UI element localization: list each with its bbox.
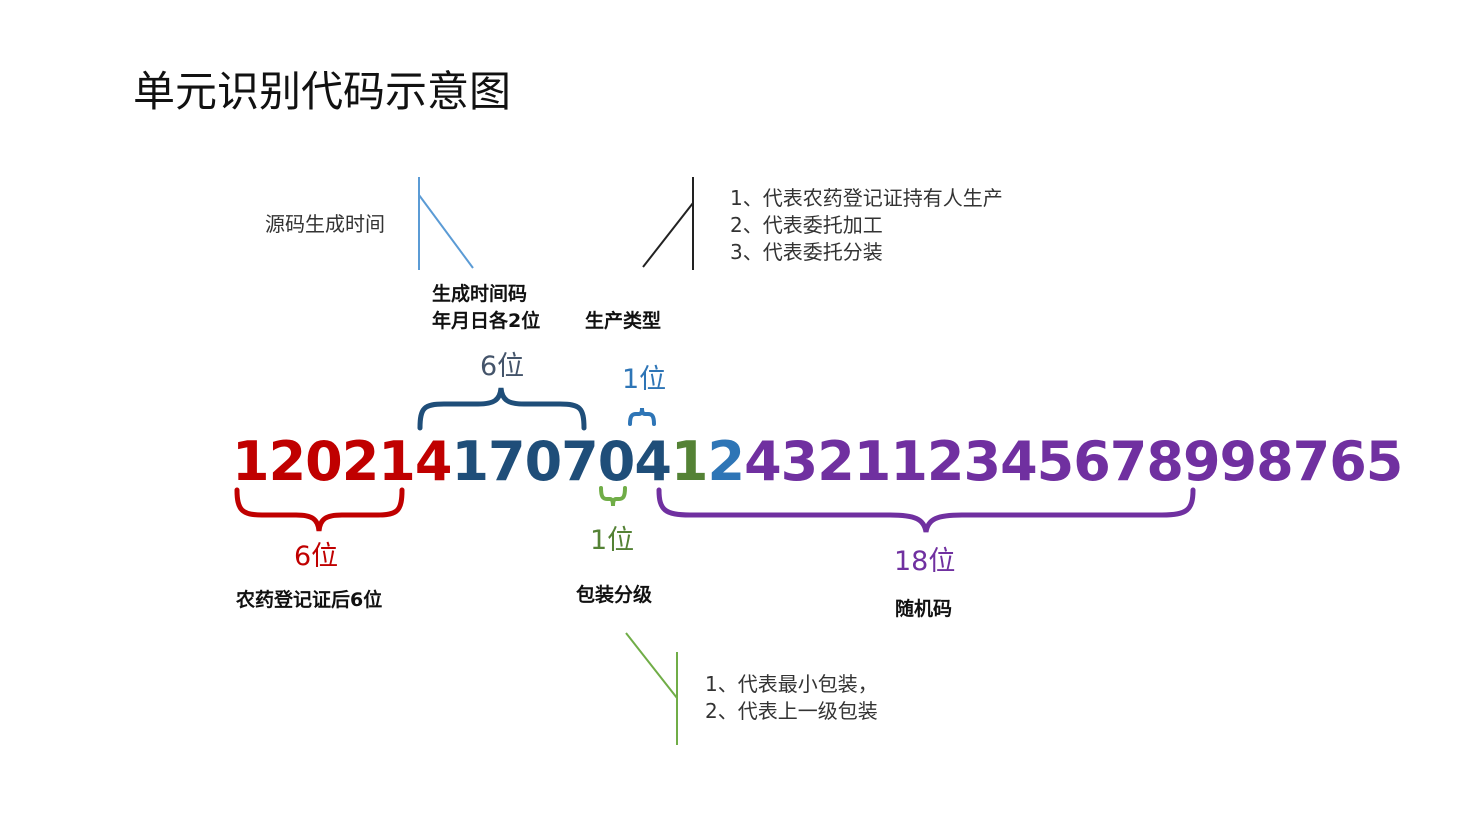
time-brace [417,387,587,431]
production-note-3: 3、代表委托分装 [730,240,883,264]
page-title: 单元识别代码示意图 [133,67,512,116]
packaging-callout-diagonal [625,632,678,699]
production-note-1: 1、代表农药登记证持有人生产 [730,186,1003,210]
registration-brace [234,487,405,532]
time-count: 6位 [480,351,525,382]
code-production: 2 [707,430,745,493]
packaging-note-2: 2、代表上一级包装 [705,699,878,723]
packaging-label: 包装分级 [576,584,653,606]
unit-code: 12021417070412432112345678998765 [232,430,1403,493]
registration-count: 6位 [294,541,339,572]
code-packaging: 1 [670,430,709,493]
time-label-line1: 生成时间码 [432,283,528,305]
random-brace [656,487,1196,533]
production-note-2: 2、代表委托加工 [730,213,883,237]
production-brace [628,407,656,426]
packaging-note-1: 1、代表最小包装， [705,672,878,696]
source-time-label: 源码生成时间 [265,212,385,236]
code-random: 432112345678998765 [744,430,1403,493]
time-label-line2: 年月日各2位 [432,310,541,332]
production-label: 生产类型 [585,310,662,332]
registration-label: 农药登记证后6位 [236,589,383,611]
production-count: 1位 [622,364,667,395]
code-time: 170704 [451,430,671,493]
code-registration: 120214 [232,430,452,493]
time-callout-diagonal [418,194,474,269]
packaging-brace [599,486,627,507]
production-callout-diagonal [642,202,694,268]
packaging-count: 1位 [590,525,635,556]
random-count: 18位 [894,546,956,577]
random-label: 随机码 [895,598,953,620]
